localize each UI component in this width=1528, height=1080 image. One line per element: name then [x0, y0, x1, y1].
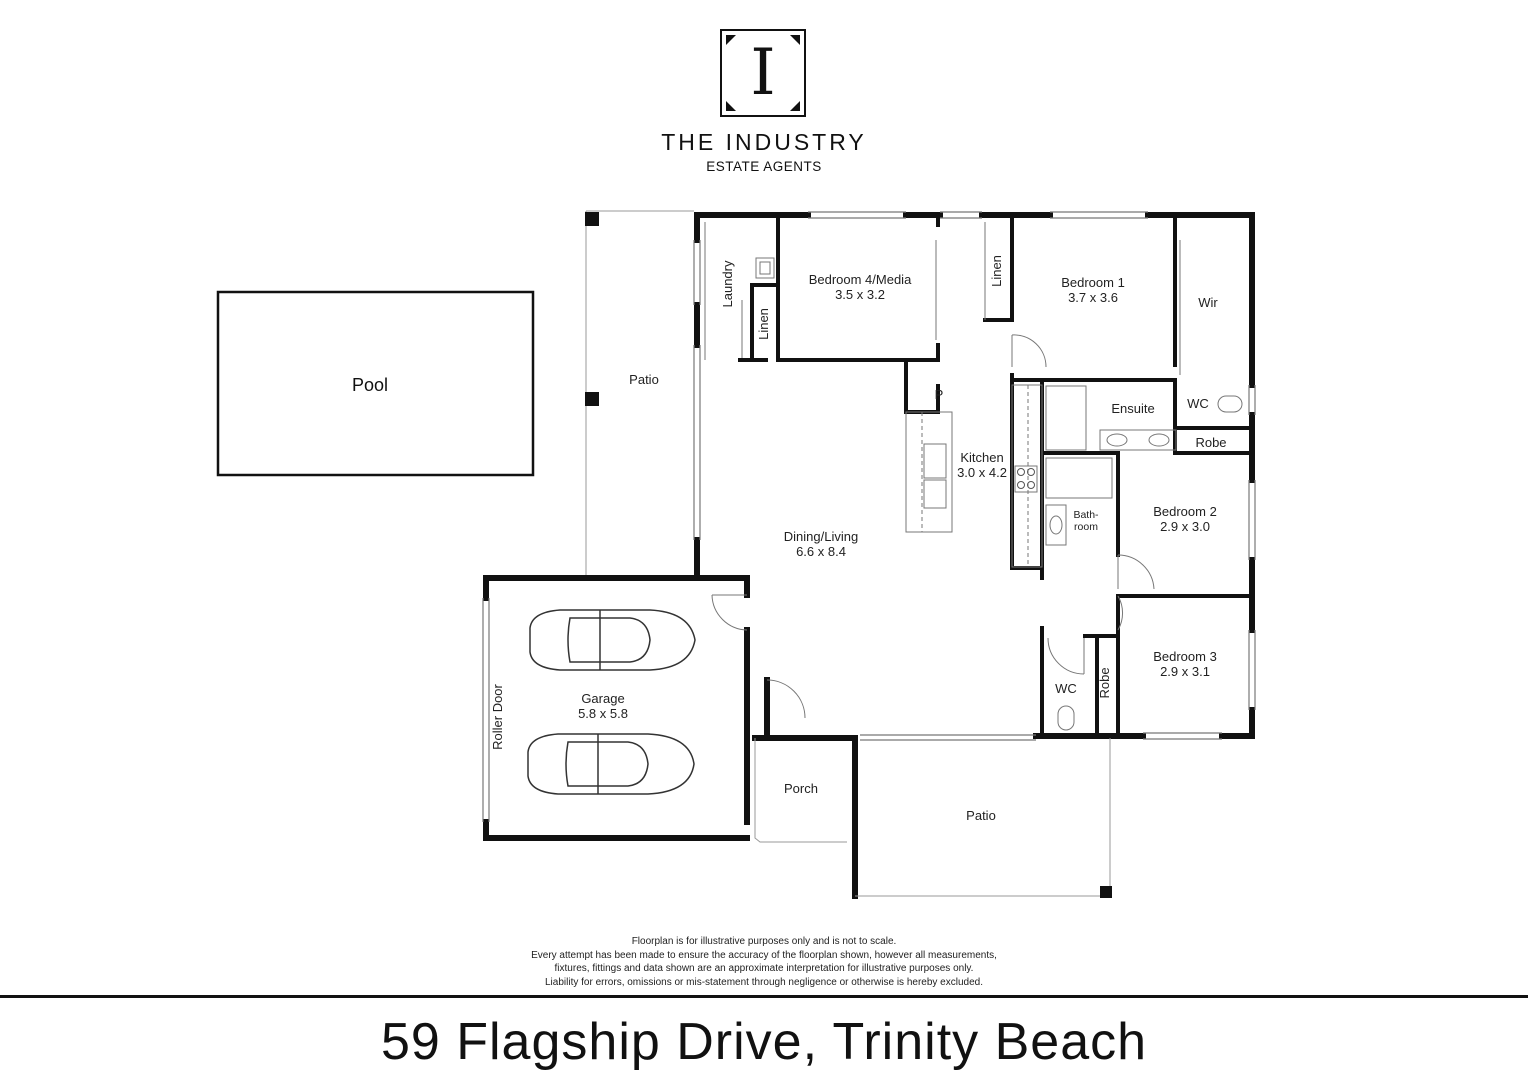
label-roller-door: Roller Door	[490, 683, 505, 749]
windows	[482, 211, 1256, 822]
porch-outline	[754, 738, 847, 843]
kitchen-benches	[905, 384, 1043, 568]
label-ensuite: Ensuite	[1111, 401, 1154, 416]
label-laundry: Laundry	[720, 260, 735, 307]
label-patio-west: Patio	[629, 372, 659, 387]
patio-post	[585, 212, 599, 226]
label-pool: Pool	[352, 375, 388, 395]
label-wc-hall: WC	[1055, 681, 1077, 696]
agency-logo: I THE INDUSTRY ESTATE AGENTS	[0, 0, 1528, 190]
logo-letter: I	[750, 36, 776, 110]
size-bedroom4: 3.5 x 3.2	[835, 287, 885, 302]
property-address: 59 Flagship Drive, Trinity Beach	[380, 1013, 1148, 1071]
label-bedroom3: Bedroom 3	[1153, 649, 1217, 664]
disclaimer-line: Every attempt has been made to ensure th…	[531, 949, 997, 961]
label-porch: Porch	[784, 781, 818, 796]
stove-icon	[1017, 468, 1035, 489]
size-garage: 5.8 x 5.8	[578, 706, 628, 721]
logo-emblem: I	[720, 29, 806, 117]
patio-west-outline	[585, 210, 694, 575]
patio-post	[1100, 886, 1112, 898]
label-wc-ensuite: WC	[1187, 396, 1209, 411]
divider	[0, 995, 1528, 998]
disclaimer: Floorplan is for illustrative purposes o…	[0, 935, 1528, 989]
label-dining-living: Dining/Living	[784, 529, 858, 544]
car-icon	[529, 609, 696, 671]
size-bedroom2: 2.9 x 3.0	[1160, 519, 1210, 534]
pool-outline	[216, 290, 535, 477]
label-patio-south: Patio	[966, 808, 996, 823]
patio-post	[585, 392, 599, 406]
size-bedroom1: 3.7 x 3.6	[1068, 290, 1118, 305]
label-bathroom-line2: room	[1074, 521, 1098, 533]
agency-name: THE INDUSTRY	[661, 129, 867, 155]
label-linen-laundry: Linen	[756, 308, 771, 340]
disclaimer-line: Floorplan is for illustrative purposes o…	[631, 936, 897, 947]
disclaimer-line: Liability for errors, omissions or mis-s…	[545, 976, 983, 988]
label-bedroom2: Bedroom 2	[1153, 504, 1217, 519]
label-pantry: P	[935, 387, 944, 402]
logo-corner-marks	[726, 35, 800, 111]
label-garage: Garage	[581, 691, 624, 706]
size-bedroom3: 2.9 x 3.1	[1160, 664, 1210, 679]
size-dining-living: 6.6 x 8.4	[796, 544, 846, 559]
label-bedroom1: Bedroom 1	[1061, 275, 1125, 290]
label-robe-bedroom3: Robe	[1097, 667, 1112, 698]
sliding-doors	[704, 222, 986, 360]
door-swings	[711, 240, 1181, 719]
bath-fixtures	[755, 257, 1243, 731]
agency-tagline: ESTATE AGENTS	[706, 159, 822, 174]
disclaimer-line: fixtures, fittings and data shown are an…	[554, 963, 974, 974]
car-icon	[527, 733, 695, 795]
size-kitchen: 3.0 x 4.2	[957, 465, 1007, 480]
label-bedroom4: Bedroom 4/Media	[809, 272, 912, 287]
label-kitchen: Kitchen	[960, 450, 1003, 465]
external-walls	[483, 212, 1255, 899]
label-robe-bedroom2: Robe	[1195, 435, 1226, 450]
label-linen-hall: Linen	[989, 255, 1004, 287]
label-wir: Wir	[1198, 295, 1218, 310]
label-bathroom-line1: Bath-	[1073, 509, 1099, 521]
floor-plan: Pool Patio Laundry Linen Bedroom 4/Media…	[216, 210, 1256, 899]
